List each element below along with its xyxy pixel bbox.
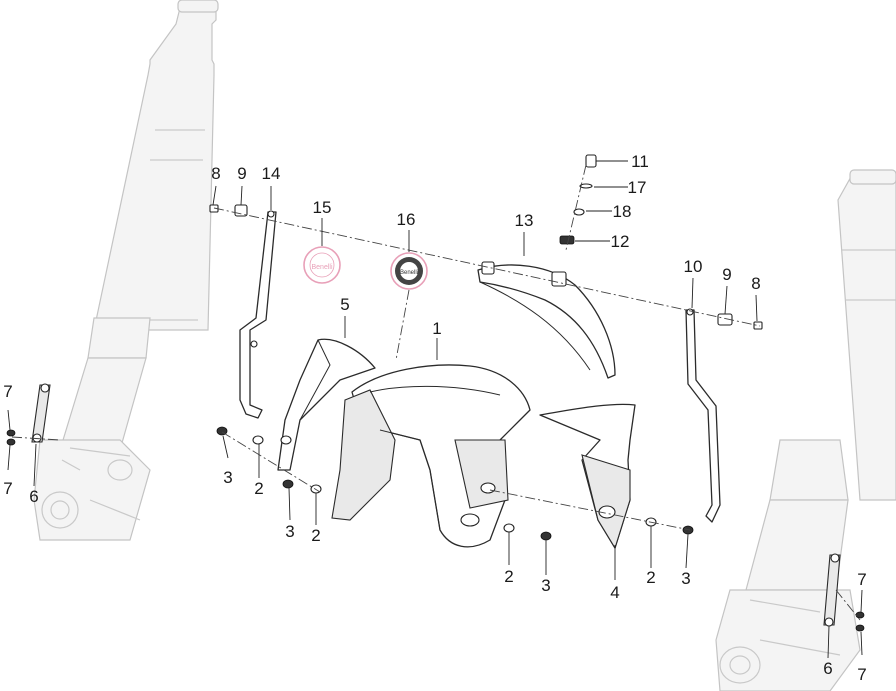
callout-3b: 3 xyxy=(285,522,294,541)
callout-6a: 6 xyxy=(29,487,38,506)
fender-extension xyxy=(477,261,616,379)
callout-13: 13 xyxy=(515,211,534,230)
callout-2d: 2 xyxy=(646,568,655,587)
svg-text:Benelli: Benelli xyxy=(400,270,418,276)
right-side-cover xyxy=(539,403,636,550)
hardware xyxy=(6,154,865,632)
callout-3c: 3 xyxy=(541,576,550,595)
callout-2c: 2 xyxy=(504,567,513,586)
callout-5: 5 xyxy=(340,295,349,314)
callout-3a: 3 xyxy=(223,468,232,487)
callout-2b: 2 xyxy=(311,526,320,545)
callout-12: 12 xyxy=(611,232,630,251)
callout-15: 15 xyxy=(313,198,332,217)
decal-outline: Benelli xyxy=(303,246,341,284)
callout-3d: 3 xyxy=(681,569,690,588)
right-bracket xyxy=(685,308,721,523)
callout-labels: 1 2 2 2 2 3 3 3 3 4 5 6 6 7 7 7 7 8 8 9 … xyxy=(3,152,866,684)
assembly-lines xyxy=(11,164,861,621)
left-side-cover xyxy=(277,338,376,471)
svg-text:Benelli: Benelli xyxy=(311,264,332,271)
callout-1: 1 xyxy=(432,319,441,338)
callout-7b: 7 xyxy=(3,479,12,498)
callout-2a: 2 xyxy=(254,479,263,498)
right-fork-leg xyxy=(715,169,896,691)
callout-9a: 9 xyxy=(237,164,246,183)
front-fender xyxy=(331,364,531,548)
callout-11: 11 xyxy=(631,152,649,171)
left-fork-leg xyxy=(33,0,219,541)
callout-7d: 7 xyxy=(857,665,866,684)
callout-8b: 8 xyxy=(751,274,760,293)
callout-4: 4 xyxy=(610,583,619,602)
callout-18: 18 xyxy=(613,202,632,221)
callout-14: 14 xyxy=(262,164,281,183)
callout-7a: 7 xyxy=(3,382,12,401)
callout-7c: 7 xyxy=(857,570,866,589)
decal-emblem: Benelli xyxy=(390,252,428,290)
leader-lines xyxy=(7,160,863,659)
callout-10: 10 xyxy=(684,257,703,276)
callout-6b: 6 xyxy=(823,659,832,678)
callout-9b: 9 xyxy=(722,265,731,284)
callout-16: 16 xyxy=(397,210,416,229)
callout-8a: 8 xyxy=(211,164,220,183)
callout-17: 17 xyxy=(628,178,647,197)
left-bracket xyxy=(239,210,277,419)
